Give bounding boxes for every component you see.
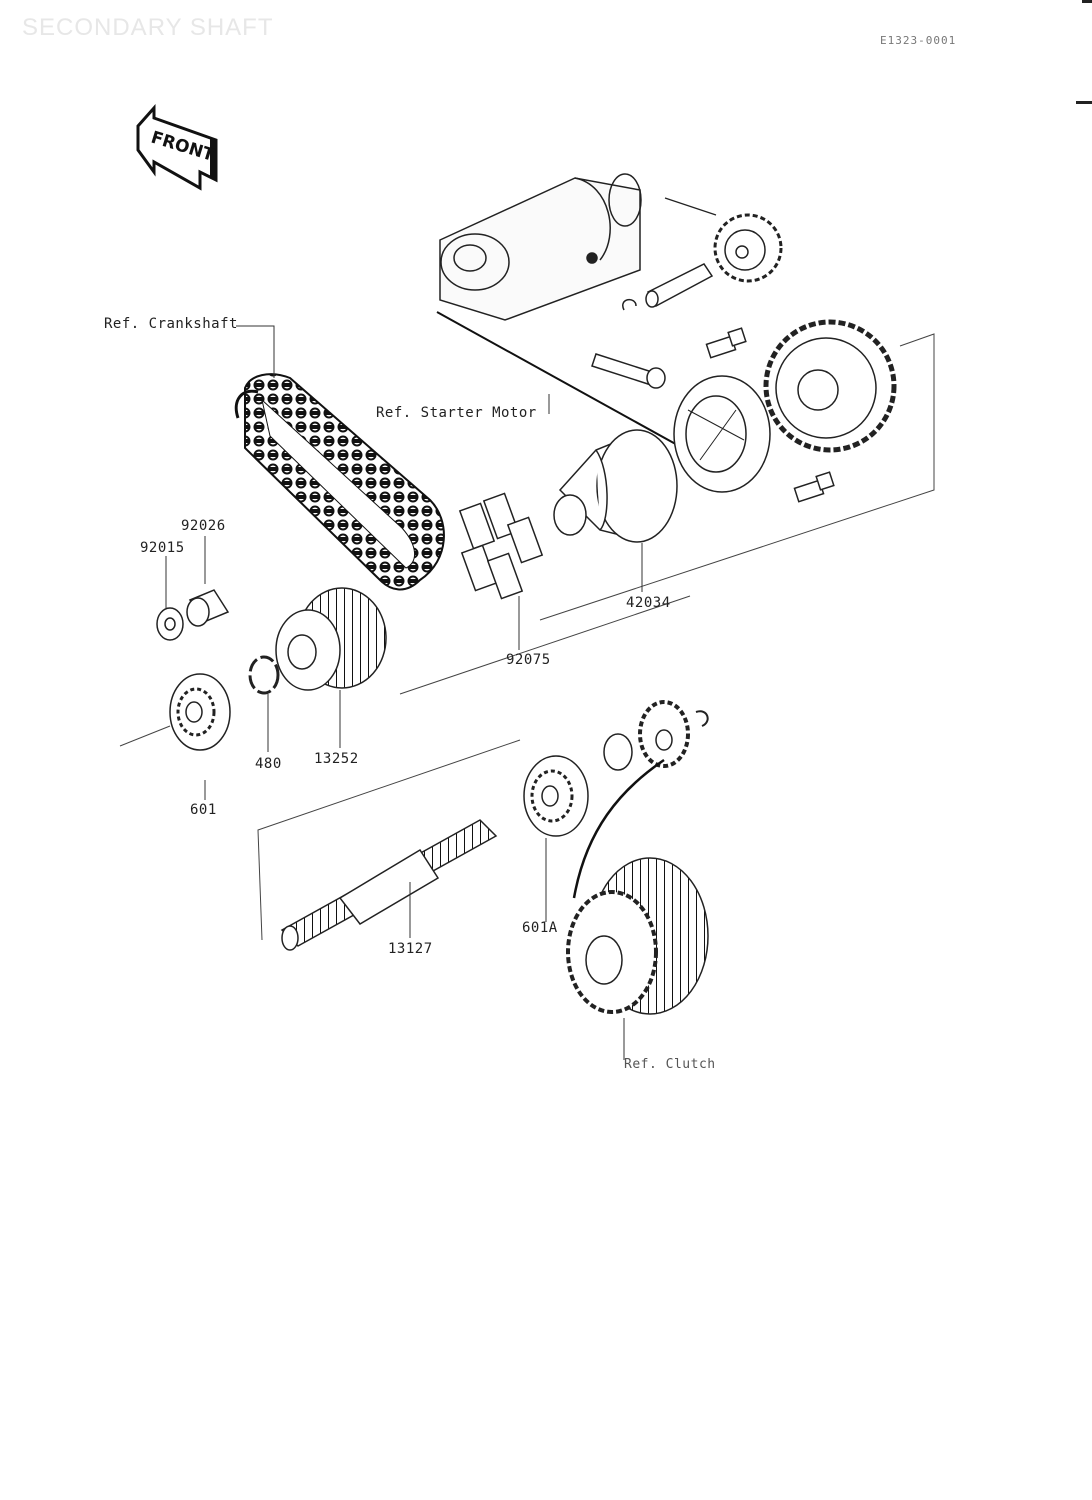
part-601-label: 601: [190, 802, 217, 818]
small-drive-gear: [638, 700, 690, 768]
circlip-480: [248, 655, 280, 695]
bolt-lower: [793, 471, 835, 503]
part-92075-label: 92075: [506, 652, 551, 668]
ref-crankshaft-label: Ref. Crankshaft: [104, 316, 238, 332]
pin-shaft: [591, 353, 666, 389]
part-601A-label: 601A: [522, 920, 558, 936]
primary-chain: [234, 373, 445, 591]
gear-13252: [275, 587, 387, 691]
leader-lines: [165, 325, 643, 1060]
part-13127-label: 13127: [388, 941, 433, 957]
clutch-gear: [566, 857, 709, 1015]
front-arrow-icon: FRONT: [136, 104, 218, 191]
starter-idle-gear: [713, 213, 783, 283]
starter-driven-gear: [763, 319, 897, 453]
part-42034-label: 42034: [626, 595, 671, 611]
nut-92015: [156, 607, 184, 641]
ref-starter-motor-label: Ref. Starter Motor: [376, 405, 537, 421]
idle-shaft: [645, 263, 714, 308]
clutch-ref-curve: [572, 758, 665, 899]
starter-clutch: [673, 375, 771, 493]
snap-ring: [695, 710, 709, 727]
bearing-601: [169, 673, 231, 751]
assembly-bracket: [539, 333, 935, 621]
axis-line-left: [119, 725, 171, 747]
secondary-shaft: [280, 819, 498, 951]
part-92015-label: 92015: [140, 540, 185, 556]
edge-mark-mid: [1076, 101, 1092, 104]
bearing-601A: [523, 755, 589, 837]
collar-92026: [186, 589, 230, 627]
damper-rubbers: [458, 492, 544, 600]
starter-motor: [439, 173, 642, 321]
bolt-upper: [705, 327, 747, 359]
washer: [603, 733, 633, 771]
axis-line-mid: [399, 595, 691, 695]
ref-clutch-label: Ref. Clutch: [624, 1057, 716, 1072]
part-13252-label: 13252: [314, 751, 359, 767]
diagram-code: E1323-0001: [880, 34, 957, 47]
part-92026-label: 92026: [181, 518, 226, 534]
part-480-label: 480: [255, 756, 282, 772]
edge-mark-top: [1082, 0, 1092, 3]
shaft-bracket: [257, 739, 521, 941]
page-title: SECONDARY SHAFT: [22, 14, 274, 41]
secondary-sprocket-hub: [553, 429, 678, 543]
circlip: [622, 298, 637, 311]
starter-ref-line: [436, 311, 691, 453]
gear-pointer-line: [664, 197, 717, 216]
